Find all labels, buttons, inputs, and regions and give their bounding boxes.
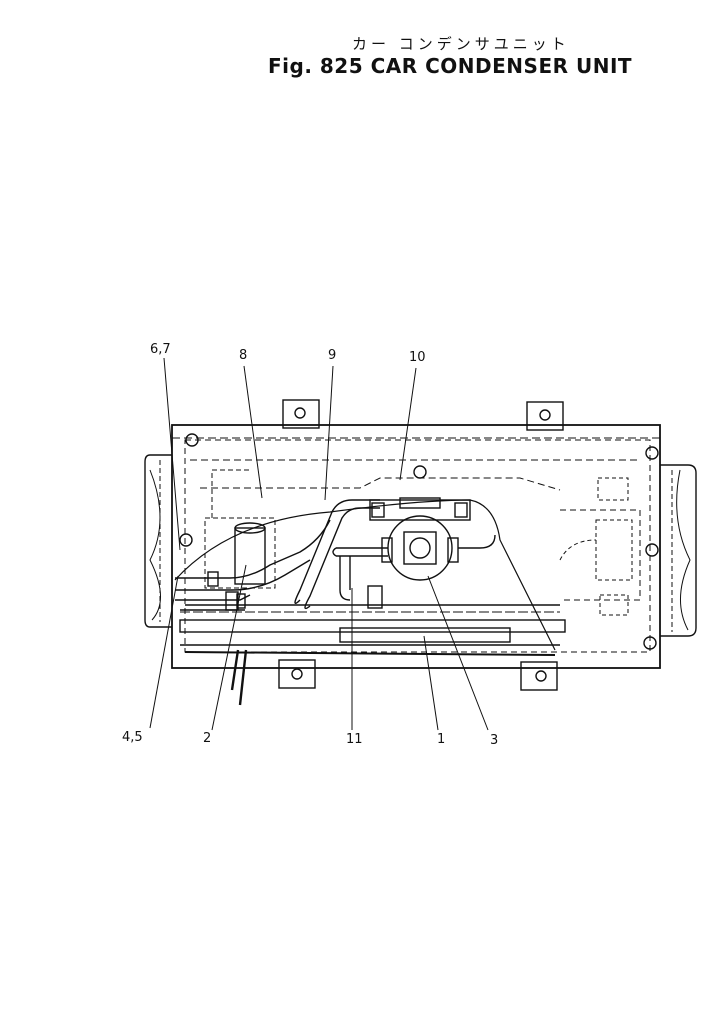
figure-title-japanese: カー コンデンサユニット — [352, 35, 570, 53]
right-fan-guard — [660, 464, 697, 637]
callout-10: 10 — [409, 350, 426, 365]
valve-assembly — [369, 497, 471, 521]
top-mounting-bracket — [526, 401, 564, 431]
callout-4-5: 4,5 — [122, 730, 143, 745]
refrigerant-pipe — [294, 499, 380, 604]
callout-3: 3 — [490, 733, 499, 748]
condenser-core — [179, 604, 566, 656]
inner-frame-dashed — [184, 439, 651, 653]
figure-title: Fig. 825 CAR CONDENSER UNIT — [268, 54, 633, 78]
callout-2: 2 — [203, 731, 212, 746]
bottom-mounting-bracket — [520, 661, 558, 691]
left-fan-guard — [144, 454, 172, 628]
callout-11: 11 — [346, 732, 363, 747]
leader-lines — [149, 357, 489, 731]
callout-9: 9 — [328, 348, 337, 363]
bottom-mounting-bracket — [278, 659, 316, 689]
top-mounting-bracket — [282, 399, 320, 429]
callout-8: 8 — [239, 348, 248, 363]
callout-1: 1 — [437, 732, 446, 747]
unit-frame — [171, 424, 661, 669]
expansion-valve — [332, 515, 496, 581]
callout-6-7: 6,7 — [150, 342, 171, 357]
